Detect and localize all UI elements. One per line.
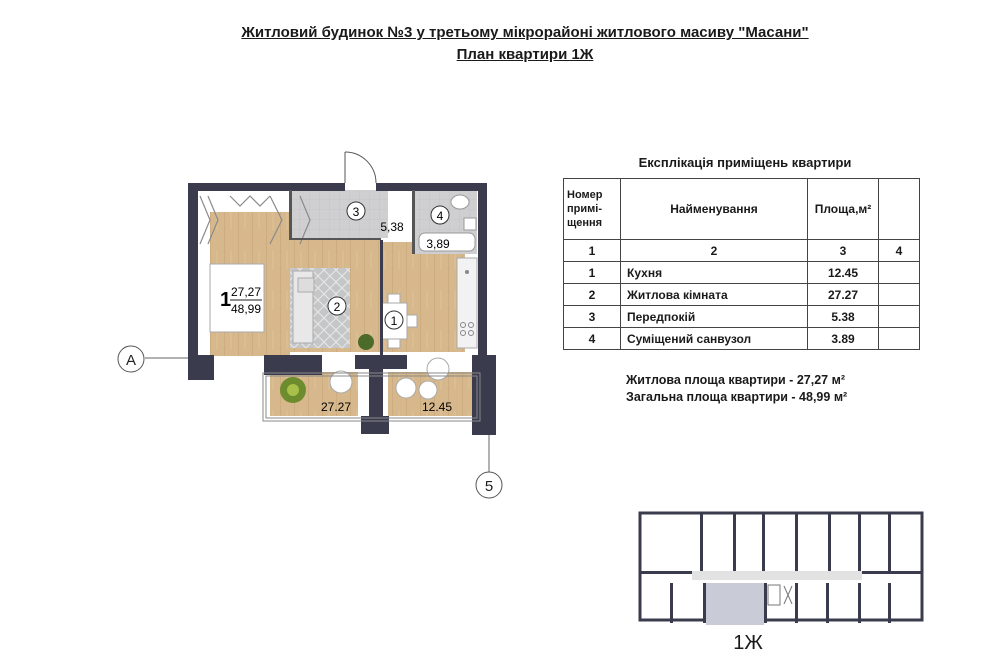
col-number: 4 (878, 239, 920, 262)
axis-marker-a: A (117, 345, 190, 373)
balcony-furniture (280, 334, 450, 403)
room-2-marker: 2 27.27 (321, 296, 351, 414)
svg-text:12.45: 12.45 (422, 400, 452, 414)
hallway-floor (292, 190, 388, 238)
room-name: Суміщений санвузол (620, 327, 808, 350)
apartment-label: 1 27,27 48,99 (220, 285, 262, 316)
key-plan-label: 1Ж (733, 632, 763, 654)
wardrobe (199, 195, 311, 245)
col-header-name: Найменування (620, 178, 808, 240)
col-header-extra (878, 178, 920, 240)
col-number: 3 (807, 239, 879, 262)
svg-text:A: A (126, 352, 136, 369)
document-title: Житловий будинок №3 у третьому мікрорайо… (25, 24, 1000, 41)
table-row: 4 Суміщений санвузол 3.89 (563, 327, 920, 350)
document-subtitle: План квартири 1Ж (25, 46, 1000, 63)
svg-text:3,89: 3,89 (426, 237, 450, 251)
table-row: 3 Передпокій 5.38 (563, 305, 920, 328)
explication-title: Експлікація приміщень квартири (638, 155, 852, 170)
svg-text:4: 4 (437, 209, 444, 223)
bathroom-fixtures (418, 194, 477, 252)
col-number: 2 (620, 239, 808, 262)
room-number: 2 (563, 283, 621, 306)
svg-text:1: 1 (220, 289, 231, 311)
table-row: 1 Кухня 12.45 (563, 261, 920, 284)
table-col-number-row: 1 2 3 4 (563, 239, 920, 262)
svg-text:27,27: 27,27 (231, 285, 261, 299)
table-row: 2 Житлова кімната 27.27 (563, 283, 920, 306)
room-number: 1 (563, 261, 621, 284)
living-area-total: Житлова площа квартири - 27,27 м² (626, 373, 845, 387)
col-number: 1 (563, 239, 621, 262)
room-name: Кухня (620, 261, 808, 284)
room-name: Житлова кімната (620, 283, 808, 306)
balcony-outline (262, 372, 481, 422)
svg-text:5,38: 5,38 (380, 220, 404, 234)
entry-door (344, 151, 377, 184)
area-totals: Житлова площа квартири - 27,27 м² Загаль… (626, 372, 847, 406)
title-text: Житловий будинок №3 у третьому мікрорайо… (241, 24, 809, 41)
svg-text:1: 1 (391, 314, 398, 328)
room-3-marker: 3 5,38 (346, 201, 404, 234)
room-number: 3 (563, 305, 621, 328)
table-header-row: Номер примі-щення Найменування Площа,м² (563, 178, 920, 240)
room-name: Передпокій (620, 305, 808, 328)
room-extra (878, 327, 920, 350)
room-area: 5.38 (807, 305, 879, 328)
room-number: 4 (563, 327, 621, 350)
room-extra (878, 283, 920, 306)
room-1-marker: 1 12.45 (384, 310, 452, 414)
explication-table: Номер примі-щення Найменування Площа,м² … (563, 178, 920, 350)
col-header-number: Номер примі-щення (563, 178, 621, 240)
room-area: 12.45 (807, 261, 879, 284)
col-header-area: Площа,м² (807, 178, 879, 240)
room-extra (878, 261, 920, 284)
svg-text:27.27: 27.27 (321, 400, 351, 414)
svg-text:5: 5 (485, 478, 493, 495)
kitchen-counter (456, 257, 478, 349)
svg-text:48,99: 48,99 (231, 302, 261, 316)
room-4-marker: 4 3,89 (426, 205, 450, 251)
sofa (292, 270, 315, 344)
total-area-total: Загальна площа квартири - 48,99 м² (626, 390, 848, 404)
svg-text:3: 3 (353, 205, 360, 219)
axis-marker-5: 5 (475, 430, 503, 499)
svg-text:2: 2 (334, 300, 341, 314)
subtitle-text: План квартири 1Ж (456, 46, 594, 63)
room-area: 27.27 (807, 283, 879, 306)
key-plan (638, 511, 924, 625)
room-area: 3.89 (807, 327, 879, 350)
bed (209, 263, 265, 333)
room-extra (878, 305, 920, 328)
